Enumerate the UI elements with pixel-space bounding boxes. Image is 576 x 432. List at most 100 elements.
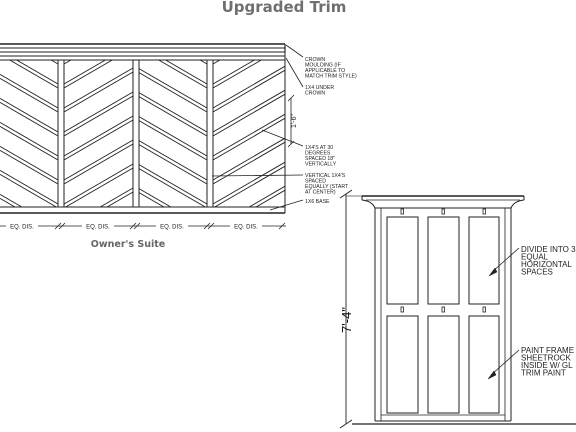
hanger-1 (400, 208, 404, 215)
note-under-crown-1: 1X4 UNDER (305, 85, 334, 91)
bay-label-3: EQ. DIS. (160, 225, 184, 231)
wall-leaders (211, 44, 304, 211)
chevron-board-44 (138, 164, 208, 205)
chevron-board-10 (0, 146, 59, 181)
chevron-board-19 (63, 59, 113, 89)
chevron-board-26 (63, 139, 134, 181)
chevron-board-3 (9, 59, 59, 89)
chevron-board-58 (212, 137, 286, 181)
leader-paint-arrow (487, 370, 497, 380)
chevron-board-18 (63, 59, 106, 85)
wall-caption: Owner's Suite (91, 239, 165, 250)
leader-under-crown (285, 57, 304, 88)
bay-tick-2a (129, 222, 137, 230)
chevron-board-59 (212, 141, 286, 185)
bay-label-1: EQ. DIS. (10, 225, 34, 231)
hanger-3 (482, 208, 486, 215)
note-angle-4: VERTICALLY (305, 162, 337, 168)
panel-lower-left (386, 315, 419, 414)
chevron-board-63 (255, 189, 286, 208)
chevron-board-28 (63, 163, 134, 205)
height-dim-tick-bottom (339, 419, 353, 429)
bay-label-4: EQ. DIS. (234, 225, 258, 231)
hanger-2 (441, 208, 445, 215)
chevron-board-38 (138, 92, 208, 133)
chevron-board-36 (138, 68, 208, 109)
chevron-board-35 (158, 59, 208, 89)
wall-elevation (0, 43, 286, 214)
note-vertical-4: AT CENTER) (305, 190, 336, 196)
note-divide-1: DIVIDE INTO 3 (521, 245, 576, 254)
leader-crown (285, 44, 304, 58)
chevron-board-54 (212, 89, 286, 133)
chevron-board-20 (63, 67, 134, 109)
hanger-5 (441, 306, 445, 313)
chevron-board-4 (0, 74, 59, 109)
chevron-board-14 (0, 194, 23, 208)
chevron-board-51 (212, 59, 262, 89)
spacing-dim-tick-bottom (287, 140, 295, 148)
chevron-board-37 (138, 72, 208, 113)
chevron-board-60 (212, 161, 286, 205)
bay-tick-2b (133, 222, 141, 230)
panel-elevation (339, 189, 576, 429)
note-paint-3: INSIDE W/ GL (521, 361, 573, 370)
bay-tick-1b (58, 222, 66, 230)
chevron-boards (0, 59, 286, 208)
chevron-board-33 (199, 59, 208, 65)
chevron-board-22 (63, 91, 134, 133)
chevron-board-25 (63, 119, 134, 161)
leader-divide-arrow (488, 267, 498, 277)
chevron-board-43 (138, 144, 208, 185)
chevron-board-62 (248, 185, 286, 208)
note-vertical-3: EQUALLY (START (305, 184, 349, 190)
chevron-board-61 (214, 165, 286, 208)
chevron-board-13 (0, 174, 57, 208)
chevron-board-50 (212, 59, 255, 85)
bay-label-bg-4 (230, 222, 262, 230)
chevron-board-30 (99, 187, 134, 208)
note-angle-3: SPACED 18" (305, 156, 335, 162)
chevron-board-6 (0, 98, 59, 133)
chevron-board-7 (0, 102, 59, 137)
bay-label-bg-1 (6, 222, 38, 230)
height-dimension: 7'-4" (339, 307, 354, 333)
note-angle-1: 1X4'S AT 30 (305, 145, 333, 151)
sheet-title: Upgraded Trim (222, 0, 347, 16)
note-paint-2: SHEETROCK (521, 354, 571, 363)
hanger-marks (400, 208, 486, 313)
chevron-board-2 (16, 59, 59, 85)
note-crown-1: CROWN (305, 57, 325, 63)
panel-note-text: DIVIDE INTO 3 EQUAL HORIZONTAL SPACES PA… (521, 245, 576, 378)
chevron-board-53 (212, 69, 286, 113)
note-vertical-2: SPACED (305, 179, 326, 185)
bay-label-2: EQ. DIS. (86, 225, 110, 231)
bay-tick-3a (203, 222, 211, 230)
chevron-board-46 (138, 188, 172, 208)
chevron-board-21 (63, 71, 134, 113)
leader-paint (490, 349, 520, 376)
chevron-board-52 (212, 65, 286, 109)
chevron-board-41 (138, 120, 208, 161)
bay-labels: EQ. DIS. EQ. DIS. EQ. DIS. EQ. DIS. (6, 222, 262, 231)
cap-right-curve (510, 199, 525, 209)
chevron-board-9 (0, 126, 59, 161)
chevron-board-34 (165, 59, 208, 85)
panel-lower-right (468, 315, 500, 414)
note-under-crown-2: CROWN (305, 91, 325, 97)
chevron-board-17 (63, 59, 72, 65)
chevron-board-24 (63, 115, 134, 157)
chevron-board-1 (50, 59, 59, 65)
wall-note-text: CROWN MOULDING (IF APPLICABLE TO MATCH T… (305, 57, 357, 205)
note-vertical-1: VERTICAL 1X4'S (305, 173, 346, 179)
leader-vertical-boards (211, 174, 304, 177)
chevron-board-27 (63, 143, 134, 185)
chevron-board-56 (212, 113, 286, 157)
note-divide-3: HORIZONTAL (521, 260, 573, 269)
leader-base (269, 199, 304, 211)
leader-angle-boards (261, 129, 304, 147)
note-angle-2: DEGREES (305, 151, 331, 157)
cap-left-curve (361, 199, 376, 209)
note-divide-4: SPACES (521, 268, 553, 277)
